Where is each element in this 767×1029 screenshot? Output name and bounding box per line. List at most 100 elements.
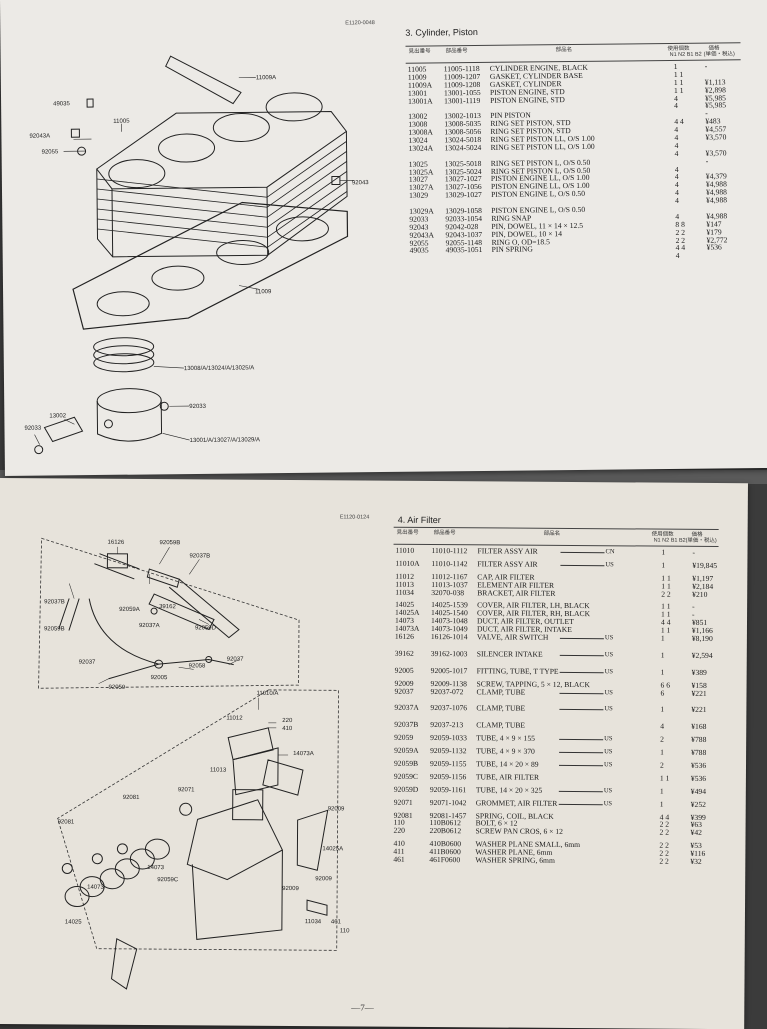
header-part-name: 部品名 bbox=[543, 530, 561, 537]
price-cell: - bbox=[692, 547, 696, 557]
callout: 461 bbox=[331, 919, 342, 925]
qty-cell: 4 bbox=[674, 148, 679, 158]
price-cell: ¥19,845 bbox=[692, 560, 718, 570]
region-arrow-line bbox=[560, 551, 605, 554]
region-arrow-line bbox=[559, 692, 604, 694]
price-cell: ¥389 bbox=[691, 667, 707, 677]
header-ref-no: 見出番号 bbox=[408, 48, 431, 55]
price-cell: ¥494 bbox=[690, 786, 707, 796]
header-part-no: 部品番号 bbox=[445, 48, 468, 55]
part-no-cell: 220B0612 bbox=[429, 826, 462, 836]
ref-no-cell: 92037 bbox=[394, 686, 414, 696]
ref-no-cell: 92059B bbox=[393, 758, 419, 768]
callout: 39162 bbox=[159, 604, 176, 610]
callout: 92009 bbox=[315, 876, 332, 882]
ref-no-cell: 13029 bbox=[409, 190, 429, 200]
callout: 14025 bbox=[65, 919, 82, 925]
callout: 11034 bbox=[305, 919, 322, 925]
region-arrow-line bbox=[560, 564, 605, 567]
catalog-page-air-filter: E1120-0124 4. Air Filter 見出番号 部品番号 部品名 使… bbox=[0, 478, 748, 1029]
price-cell: ¥8,190 bbox=[691, 633, 713, 643]
callout: 11012 bbox=[226, 716, 243, 722]
part-no-cell: 11010-1112 bbox=[431, 546, 468, 556]
table-header: 見出番号 部品番号 部品名 使用個数 N1 N2 B1 B2 価格 (単価・税込… bbox=[393, 526, 719, 548]
part-no-cell: 92059-1161 bbox=[429, 784, 467, 795]
header-part-name: 部品名 bbox=[555, 47, 573, 54]
callout: 11005 bbox=[113, 119, 130, 125]
price-cell: ¥210 bbox=[692, 589, 708, 599]
ref-no-cell: 92037B bbox=[394, 720, 419, 730]
price-cell: ¥168 bbox=[691, 722, 707, 732]
region-arrow-line bbox=[559, 739, 604, 741]
price-cell: ¥252 bbox=[690, 799, 706, 809]
part-name-cell: WASHER SPRING, 6mm bbox=[475, 855, 555, 865]
section-ref-code: E1120-0048 bbox=[345, 20, 375, 27]
region-tag: US bbox=[604, 651, 614, 659]
part-name-cell: TUBE, 14 × 20 × 89 bbox=[475, 759, 539, 769]
price-cell: ¥3,570 bbox=[705, 132, 727, 142]
ref-no-cell: 11034 bbox=[395, 587, 414, 597]
price-cell: ¥5,985 bbox=[705, 100, 727, 111]
part-no-cell: 92071-1042 bbox=[429, 797, 467, 807]
price-cell: ¥3,570 bbox=[705, 148, 727, 158]
ref-no-cell: 92037A bbox=[394, 703, 419, 713]
ref-no-cell: 92059C bbox=[393, 771, 419, 781]
part-name-cell: TUBE, AIR FILTER bbox=[475, 772, 540, 782]
callout: 14073A bbox=[293, 751, 314, 757]
callout: 92059B bbox=[160, 540, 181, 546]
region-tag: US bbox=[605, 561, 614, 569]
qty-cell: 2 2 bbox=[661, 589, 671, 599]
callout: 92037B bbox=[189, 553, 210, 559]
qty-cell: 6 bbox=[660, 688, 665, 698]
region-arrow-line bbox=[559, 654, 604, 657]
qty-cell: 1 bbox=[660, 633, 665, 643]
callout: 16126 bbox=[108, 540, 125, 546]
ref-no-cell: 220 bbox=[393, 826, 405, 836]
part-name-cell: FITTING, TUBE, T TYPE bbox=[476, 666, 559, 676]
price-cell: ¥221 bbox=[691, 688, 707, 698]
part-no-cell: 92059-1033 bbox=[430, 733, 467, 743]
part-name-cell: CLAMP, TUBE bbox=[476, 686, 526, 697]
callout: 92058 bbox=[189, 663, 206, 669]
callout: 92043 bbox=[352, 180, 369, 186]
qty-cell: 1 bbox=[659, 799, 664, 809]
part-name-cell: VALVE, AIR SWITCH bbox=[476, 632, 549, 642]
callout: 92071 bbox=[178, 787, 195, 793]
qty-cell: 1 1 bbox=[659, 773, 670, 783]
price-cell: ¥788 bbox=[691, 747, 707, 758]
part-no-cell: 16126-1014 bbox=[430, 632, 468, 642]
region-arrow-line bbox=[558, 803, 603, 805]
qty-cell: 1 bbox=[660, 650, 665, 660]
region-tag: US bbox=[604, 688, 613, 696]
region-tag: CN bbox=[605, 548, 615, 556]
callout: 14073 bbox=[87, 885, 104, 891]
region-arrow-line bbox=[559, 709, 604, 711]
callout: 92037 bbox=[227, 657, 244, 663]
price-cell: ¥2,594 bbox=[691, 650, 713, 660]
gasket-shape bbox=[165, 55, 242, 105]
ref-no-cell: 11010 bbox=[395, 545, 415, 555]
header-price-sub: (単価・税込) bbox=[685, 537, 717, 545]
callout: 92059 bbox=[109, 685, 126, 691]
part-no-cell: 92059-1156 bbox=[429, 771, 467, 782]
region-tag: US bbox=[603, 787, 613, 795]
ref-no-cell: 461 bbox=[393, 854, 405, 864]
qty-cell: 1 bbox=[659, 786, 664, 796]
region-arrow-line bbox=[558, 790, 603, 793]
price-cell: ¥32 bbox=[690, 856, 702, 866]
part-name-cell: FILTER ASSY AIR bbox=[477, 546, 538, 556]
qty-cell: 4 bbox=[660, 721, 665, 732]
part-name-cell: BRACKET, AIR FILTER bbox=[477, 587, 556, 598]
header-price-sub: (単価・税込) bbox=[703, 51, 735, 58]
region-arrow-line bbox=[559, 637, 604, 640]
ref-no-cell: 39162 bbox=[394, 648, 414, 658]
callout: 92037B bbox=[44, 599, 65, 605]
ref-no-cell: 92005 bbox=[394, 665, 414, 675]
price-cell: ¥788 bbox=[691, 735, 707, 745]
